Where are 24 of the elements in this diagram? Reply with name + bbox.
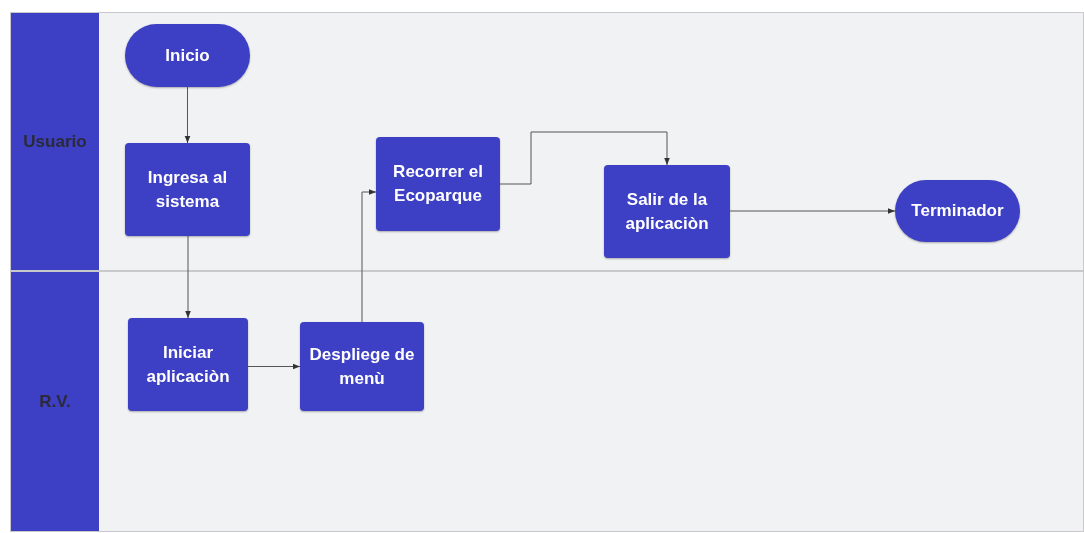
arrow bbox=[499, 131, 670, 185]
arrow bbox=[184, 86, 191, 144]
process-box bbox=[128, 318, 248, 411]
process-box bbox=[604, 165, 730, 258]
node-label: Salir de la aplicaciòn bbox=[624, 188, 710, 235]
node-label: Iniciar aplicaciòn bbox=[145, 341, 231, 388]
arrow bbox=[185, 235, 191, 319]
arrow bbox=[247, 363, 301, 370]
node-label: Despliege de menù bbox=[308, 343, 416, 390]
node-label: Terminador bbox=[910, 200, 1005, 223]
lane-title: Usuario bbox=[23, 131, 87, 152]
node-label: Inicio bbox=[164, 44, 211, 67]
terminal-pill bbox=[125, 24, 250, 87]
process-box bbox=[300, 322, 424, 411]
lane-title: R.V. bbox=[39, 391, 71, 412]
process-box bbox=[125, 143, 250, 236]
process-box bbox=[376, 137, 500, 231]
terminal-pill bbox=[895, 180, 1020, 242]
arrow bbox=[729, 208, 896, 214]
node-label: Recorrer el Ecoparque bbox=[392, 161, 484, 207]
swimlane bbox=[10, 271, 1084, 532]
node-label: Ingresa al sistema bbox=[146, 166, 229, 213]
arrow bbox=[361, 189, 377, 323]
swimlane bbox=[10, 12, 1084, 271]
